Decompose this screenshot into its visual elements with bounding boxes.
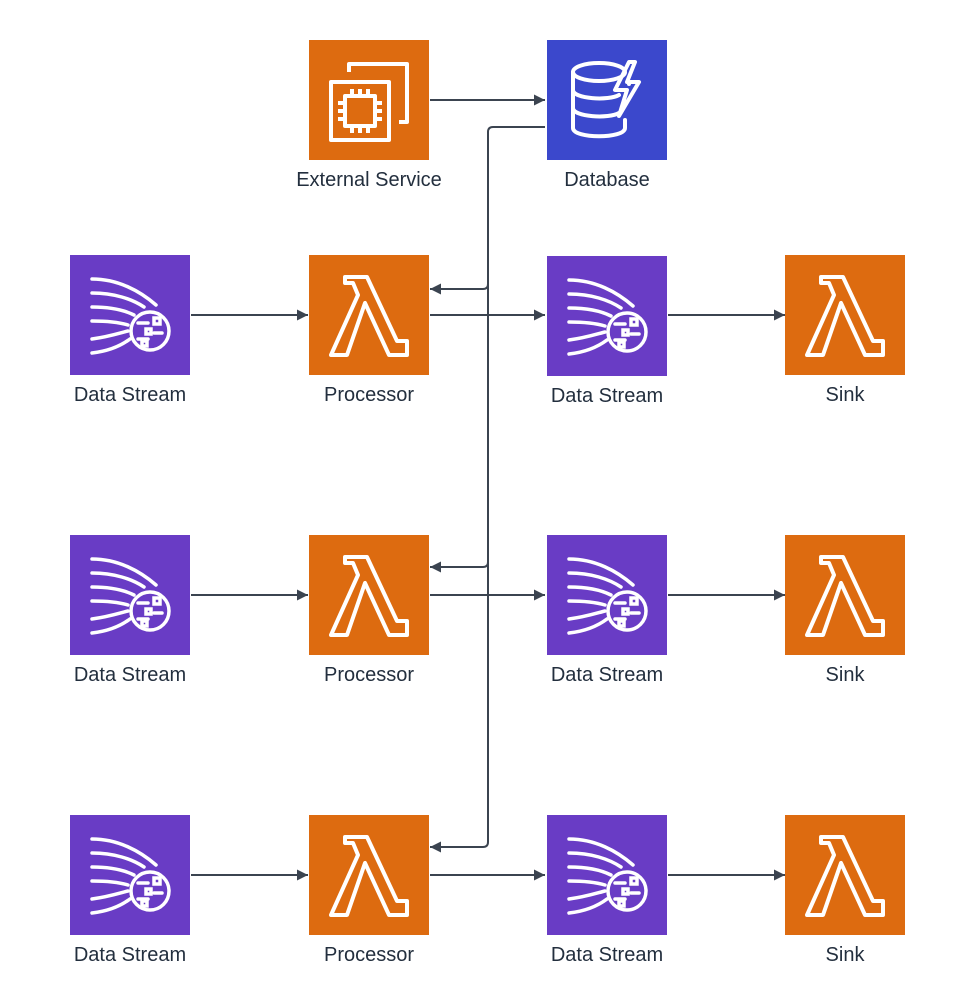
row1-processor-label: Processor (323, 384, 415, 406)
lambda-icon (309, 535, 429, 655)
row1-sink-label: Sink (825, 384, 865, 406)
external-service-node[interactable] (309, 40, 429, 160)
row1-source-label: Data Stream (73, 384, 187, 406)
row3-source-stream-node[interactable] (70, 815, 190, 935)
row3-sink-node[interactable] (785, 815, 905, 935)
row2-sink-node[interactable] (785, 535, 905, 655)
row2-output-stream-node[interactable] (547, 535, 667, 655)
row3-output-label: Data Stream (550, 944, 664, 966)
dynamodb-icon (547, 40, 667, 160)
lambda-icon (309, 815, 429, 935)
row1-source-stream-node[interactable] (70, 255, 190, 375)
row2-sink-label: Sink (825, 664, 865, 686)
edge-trunk-to-processor-1 (430, 283, 489, 295)
row1-processor-node[interactable] (309, 255, 429, 375)
external-service-label: External Service (296, 169, 442, 191)
lambda-icon (785, 255, 905, 375)
row1-sink-node[interactable] (785, 255, 905, 375)
row1-output-stream-node[interactable] (547, 256, 667, 376)
row2-processor-node[interactable] (309, 535, 429, 655)
row3-sink-label: Sink (825, 944, 865, 966)
row3-source-label: Data Stream (73, 944, 187, 966)
row3-processor-label: Processor (323, 944, 415, 966)
edge-trunk-to-processor-2 (430, 561, 489, 573)
kinesis-data-stream-icon (70, 535, 190, 655)
lambda-icon (309, 255, 429, 375)
kinesis-data-stream-icon (70, 815, 190, 935)
database-node[interactable] (547, 40, 667, 160)
database-label: Database (564, 169, 650, 191)
edge-database-trunk (430, 126, 545, 853)
row2-processor-label: Processor (323, 664, 415, 686)
row1-output-label: Data Stream (550, 385, 664, 407)
kinesis-data-stream-icon (547, 256, 667, 376)
row2-output-label: Data Stream (550, 664, 664, 686)
lambda-icon (785, 535, 905, 655)
row2-source-label: Data Stream (73, 664, 187, 686)
row3-processor-node[interactable] (309, 815, 429, 935)
row3-output-stream-node[interactable] (547, 815, 667, 935)
lambda-icon (785, 815, 905, 935)
kinesis-data-stream-icon (547, 815, 667, 935)
row2-source-stream-node[interactable] (70, 535, 190, 655)
ec2-icon (309, 40, 429, 160)
kinesis-data-stream-icon (547, 535, 667, 655)
kinesis-data-stream-icon (70, 255, 190, 375)
